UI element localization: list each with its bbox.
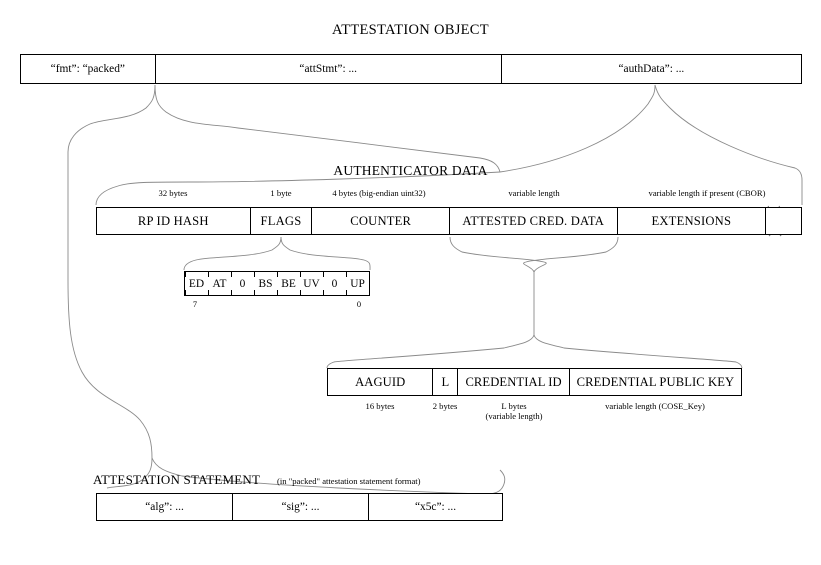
attobj-cell-fmt[interactable]: “fmt”: “packed”: [21, 55, 156, 83]
authdata-cell-counter[interactable]: COUNTER: [312, 208, 450, 234]
acd-size-l: 2 bytes: [432, 401, 458, 411]
authdata-cell-extensions[interactable]: EXTENSIONS: [618, 208, 767, 234]
flags-bit-label: BS: [258, 277, 273, 290]
flags-tick: [208, 272, 209, 277]
acd-cell-aaguid[interactable]: AAGUID: [328, 369, 434, 395]
authdata-cell-attested-cred-data[interactable]: ATTESTED CRED. DATA: [450, 208, 618, 234]
acd-size-aaguid: 16 bytes: [365, 401, 395, 411]
authdata-cell-flags[interactable]: FLAGS: [251, 208, 313, 234]
flags-bit-reserved-2[interactable]: 0: [323, 272, 346, 295]
authdata-size-extensions: variable length if present (CBOR): [648, 188, 766, 198]
flags-lsb-index: 0: [356, 300, 362, 309]
flags-tick: [231, 272, 232, 277]
flags-bit-at[interactable]: AT: [208, 272, 231, 295]
flags-bit-label: UV: [303, 277, 320, 290]
attstmt-cell-x5c[interactable]: “x5c”: ...: [414, 501, 457, 513]
acd-size-credential-id-note: (variable length): [485, 411, 543, 421]
attobj-cell-attstmt[interactable]: “attStmt”: ...: [156, 55, 502, 83]
flags-tick: [254, 290, 255, 295]
flags-tick: [277, 272, 278, 277]
attstmt-cell-sig[interactable]: “sig”: ...: [233, 494, 369, 520]
attstmt-cell-alg[interactable]: “alg”: ...: [97, 494, 233, 520]
authdata-cell-break: [766, 208, 801, 234]
acd-cell-credential-id[interactable]: CREDENTIAL ID: [458, 369, 570, 395]
flags-tick: [208, 290, 209, 295]
flags-bit-label: 0: [239, 277, 246, 290]
authdata-size-counter: 4 bytes (big-endian uint32): [332, 188, 426, 198]
flags-tick: [300, 290, 301, 295]
flags-tick: [185, 272, 186, 277]
attestation-object-row: “fmt”: “packed” “attStmt”: ... “authData…: [20, 54, 802, 84]
flags-tick: [346, 290, 347, 295]
flags-bit-label: AT: [212, 277, 227, 290]
flags-bit-reserved-1[interactable]: 0: [231, 272, 254, 295]
flags-bit-label: ED: [188, 277, 205, 290]
flags-bit-up[interactable]: UP: [346, 272, 369, 295]
flags-tick: [231, 290, 232, 295]
flags-bit-be[interactable]: BE: [277, 272, 300, 295]
attestation-statement-title: ATTESTATION STATEMENT: [93, 472, 261, 487]
attestation-statement-note: (in "packed" attestation statement forma…: [277, 476, 421, 486]
authdata-size-rpidhash: 32 bytes: [158, 188, 188, 198]
acd-size-credential-public-key: variable length (COSE_Key): [605, 401, 705, 411]
attested-credential-data-row: AAGUID L CREDENTIAL ID CREDENTIAL PUBLIC…: [327, 368, 742, 396]
authdata-size-attested-cred-data: variable length: [508, 188, 560, 198]
flags-bit-bs[interactable]: BS: [254, 272, 277, 295]
flags-msb-index: 7: [192, 300, 198, 309]
flags-bit-row: ED AT 0 BS BE UV 0: [184, 271, 370, 296]
flags-tick: [185, 290, 186, 295]
authdata-size-flags: 1 byte: [270, 188, 292, 198]
flags-tick: [346, 272, 347, 277]
flags-tick: [277, 290, 278, 295]
flags-tick: [323, 272, 324, 277]
attestation-statement-row: “alg”: ... “sig”: ... “x5c”: ...: [96, 493, 503, 521]
flags-bit-label: BE: [281, 277, 296, 290]
acd-cell-l[interactable]: L: [433, 369, 459, 395]
flags-tick: [323, 290, 324, 295]
flags-tick: [254, 272, 255, 277]
flags-bit-uv[interactable]: UV: [300, 272, 323, 295]
flags-bit-label: 0: [331, 277, 338, 290]
authenticator-data-title: AUTHENTICATOR DATA: [333, 163, 488, 178]
authenticator-data-row: RP ID HASH FLAGS COUNTER ATTESTED CRED. …: [96, 207, 802, 235]
acd-cell-credential-public-key[interactable]: CREDENTIAL PUBLIC KEY: [576, 374, 735, 389]
flags-bit-ed[interactable]: ED: [185, 272, 208, 295]
authdata-cell-rp-id-hash[interactable]: RP ID HASH: [97, 208, 251, 234]
flags-tick: [300, 272, 301, 277]
acd-size-credential-id: L bytes: [501, 401, 527, 411]
attobj-cell-authdata[interactable]: “authData”: ...: [618, 63, 685, 75]
diagram-title: ATTESTATION OBJECT: [332, 22, 489, 38]
flags-bit-label: UP: [350, 277, 365, 290]
